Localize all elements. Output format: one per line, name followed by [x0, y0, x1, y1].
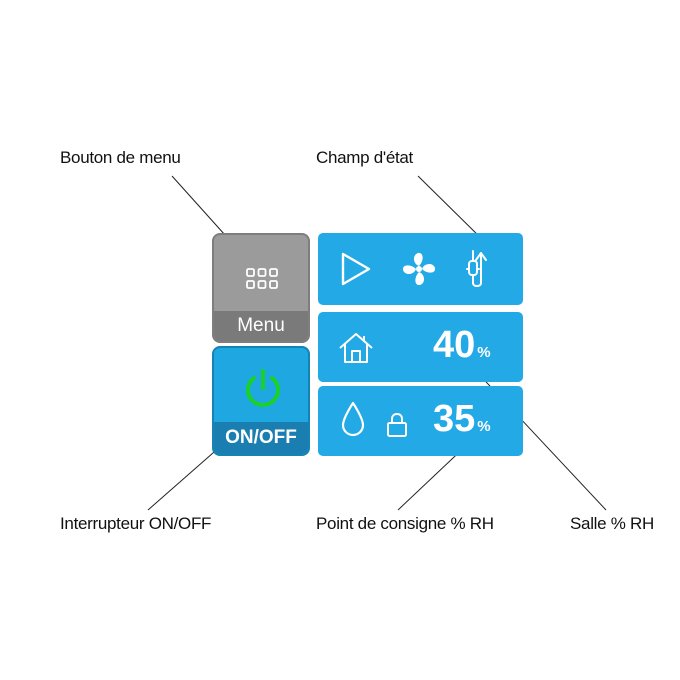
room-humidity-panel: 40%	[318, 312, 523, 382]
power-icon	[246, 369, 280, 407]
setpoint-humidity-panel: 35%	[318, 386, 523, 456]
onoff-button[interactable]: ON/OFF	[212, 346, 310, 456]
lock-icon	[387, 412, 407, 437]
callout-menu-button: Bouton de menu	[60, 148, 181, 167]
setpoint-humidity-value-group: 35%	[433, 398, 491, 441]
onoff-button-label: ON/OFF	[214, 422, 308, 454]
room-humidity-value: 40	[433, 324, 476, 366]
house-icon	[339, 333, 373, 363]
water-drop-icon	[341, 401, 365, 437]
grid-menu-icon	[246, 268, 278, 289]
status-field	[318, 233, 523, 305]
play-icon	[341, 252, 371, 286]
callout-status-field: Champ d'état	[316, 148, 413, 167]
humidity-valve-icon	[466, 250, 487, 287]
callout-onoff-switch: Interrupteur ON/OFF	[60, 514, 212, 533]
setpoint-humidity-value: 35	[433, 398, 476, 440]
callout-room-rh: Salle % RH	[570, 514, 654, 533]
fan-icon	[402, 252, 436, 286]
menu-button[interactable]: Menu	[212, 233, 310, 343]
room-humidity-value-group: 40%	[433, 324, 491, 367]
room-humidity-unit: %	[477, 344, 491, 361]
callout-setpoint-rh: Point de consigne % RH	[316, 514, 494, 533]
menu-button-label: Menu	[214, 311, 308, 341]
setpoint-humidity-unit: %	[477, 418, 491, 435]
